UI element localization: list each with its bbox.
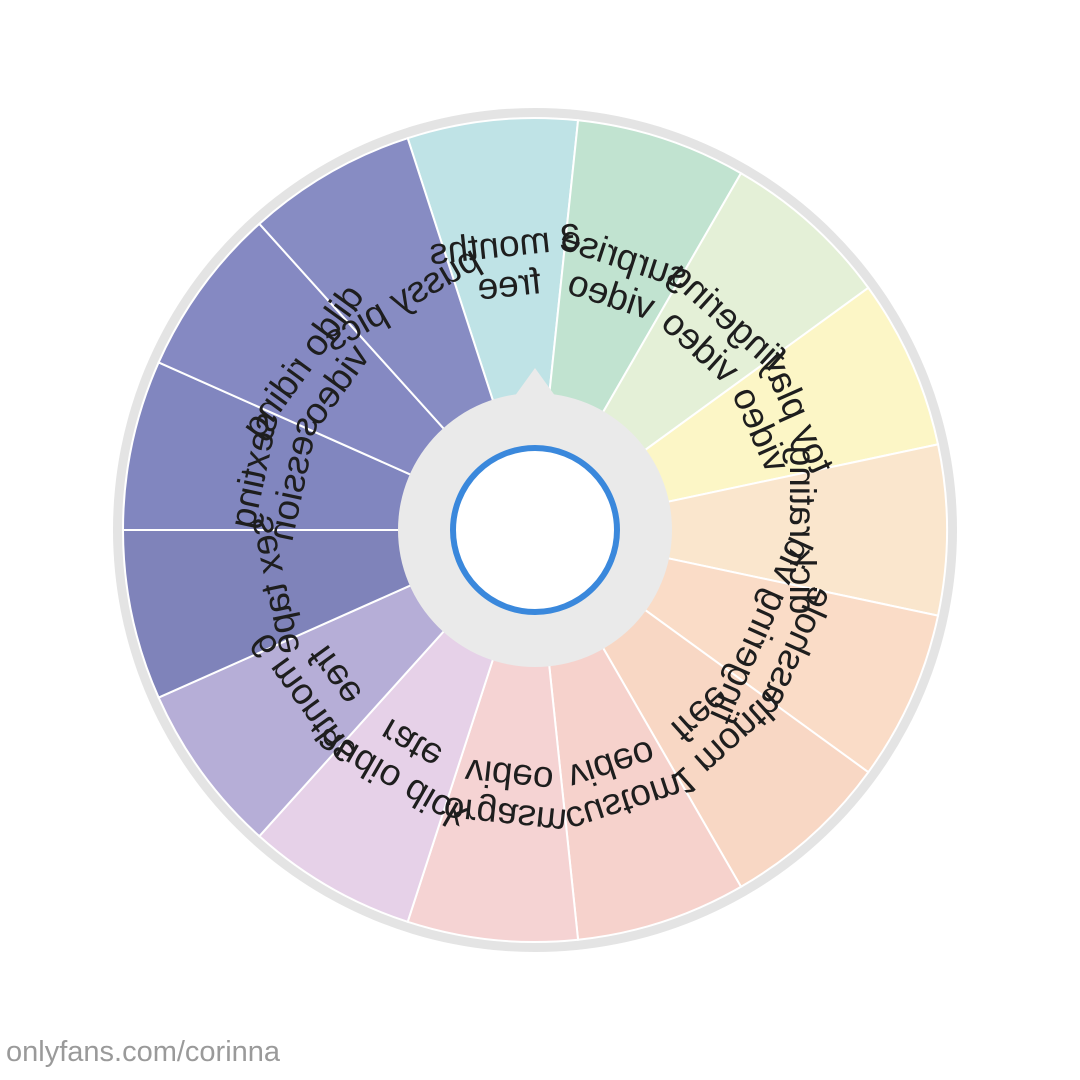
segment-label-line: dick rating — [782, 446, 823, 615]
wheel-segment-label: dick rating — [782, 446, 823, 615]
segment-label-line: free — [475, 260, 543, 307]
wheel-hub — [398, 368, 672, 667]
wheel-segment-label: orgasmvideo — [441, 749, 572, 842]
wheel-segments — [121, 117, 948, 943]
wheel-segment-label: customvideo — [548, 727, 686, 841]
segment-label-line: video — [463, 751, 555, 801]
watermark-text: onlyfans.com/corinna — [6, 1036, 281, 1068]
spin-button[interactable] — [450, 445, 620, 615]
